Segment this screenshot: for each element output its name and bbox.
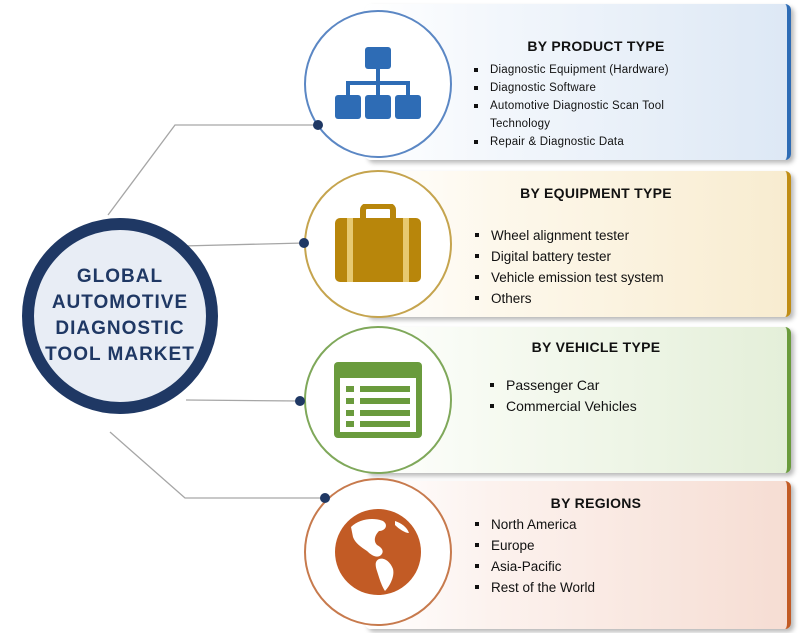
segment-list: North America Europe Asia-Pacific Rest o… — [471, 514, 595, 598]
list-item: Vehicle emission test system — [471, 267, 664, 288]
list-item: Passenger Car — [486, 375, 637, 396]
segment-equipment-type: BY EQUIPMENT TYPE Wheel alignment tester… — [365, 171, 791, 317]
segment-title: BY EQUIPMENT TYPE — [520, 185, 672, 201]
segment-title: BY PRODUCT TYPE — [527, 38, 665, 54]
connector-dot — [295, 396, 305, 406]
list-item: Others — [471, 288, 664, 309]
segment-list: Wheel alignment tester Digital battery t… — [471, 225, 664, 309]
product-type-icon-ring — [304, 10, 452, 158]
segment-title: BY VEHICLE TYPE — [531, 339, 661, 355]
list-item: Europe — [471, 535, 595, 556]
equipment-type-icon-ring — [304, 170, 452, 318]
connector-dot — [320, 493, 330, 503]
hierarchy-icon — [335, 47, 421, 119]
segment-list: Passenger Car Commercial Vehicles — [486, 375, 637, 417]
segment-list: Diagnostic Equipment (Hardware) Diagnost… — [470, 61, 695, 151]
connector-dot — [299, 238, 309, 248]
globe-icon — [335, 509, 421, 595]
market-hub-circle: GLOBAL AUTOMOTIVE DIAGNOSTIC TOOL MARKET — [22, 218, 218, 414]
list-item: Rest of the World — [471, 577, 595, 598]
list-item: North America — [471, 514, 595, 535]
segment-title: BY REGIONS — [550, 495, 642, 511]
regions-icon-ring — [304, 478, 452, 626]
list-item: Digital battery tester — [471, 246, 664, 267]
connector-dot — [313, 120, 323, 130]
list-item: Wheel alignment tester — [471, 225, 664, 246]
list-item: Commercial Vehicles — [486, 396, 637, 417]
list-item: Diagnostic Equipment (Hardware) — [470, 61, 695, 79]
list-window-icon — [334, 362, 422, 438]
list-item: Repair & Diagnostic Data — [470, 133, 695, 151]
briefcase-icon — [335, 204, 421, 282]
hub-title: GLOBAL AUTOMOTIVE DIAGNOSTIC TOOL MARKET — [45, 266, 195, 365]
list-item: Diagnostic Software — [470, 79, 695, 97]
list-item: Automotive Diagnostic Scan Tool Technolo… — [470, 97, 695, 133]
vehicle-type-icon-ring — [304, 326, 452, 474]
list-item: Asia-Pacific — [471, 556, 595, 577]
